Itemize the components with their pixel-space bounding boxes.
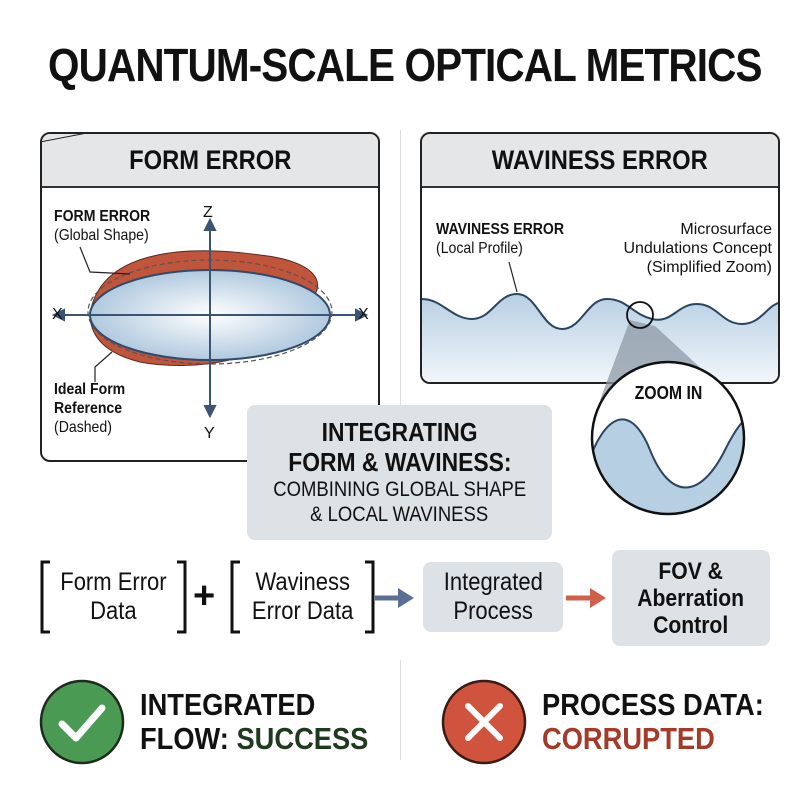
axis-z-label: Z [203,204,213,221]
integrating-sub-2: & LOCAL WAVINESS [310,503,489,526]
bottom-divider [400,660,401,760]
form-error-label: FORM ERROR(Global Shape) [54,208,151,244]
integrating-box: INTEGRATING FORM & WAVINESS: COMBINING G… [247,405,552,540]
top-divider [400,130,401,460]
success-status: INTEGRATED FLOW: SUCCESS [140,687,369,756]
waviness-error-header: WAVINESS ERROR [422,134,778,188]
integrating-title-2: FORM & WAVINESS: [287,447,512,477]
plus-sign: + [193,575,216,617]
bracket-right-2 [365,560,375,634]
arrow-blue [398,588,414,608]
waviness-error-panel: WAVINESS ERROR [420,132,780,384]
waviness-error-label: WAVINESS ERROR(Local Profile) [436,221,565,257]
failure-status: PROCESS DATA: CORRUPTED [542,687,764,756]
axis-x-right-label: X [358,306,369,323]
integrating-sub-1: COMBINING GLOBAL SHAPE [273,478,526,501]
bracket-right-1 [177,560,187,634]
bracket-left-1 [40,560,50,634]
success-check-icon [39,679,125,765]
axis-y-label: Y [204,425,215,442]
axis-x-left-label: X [52,306,63,323]
page-title: QUANTUM-SCALE OPTICAL METRICS [48,39,762,91]
zoom-callout [590,301,746,516]
arrow-red [590,588,606,608]
zoom-in-label: ZOOM IN [634,383,702,403]
flow-graphics [40,560,606,634]
form-error-diagram [40,132,369,419]
integrating-title-1: INTEGRATING [321,417,478,447]
failure-x-icon [441,679,527,765]
form-error-header: FORM ERROR [42,134,378,188]
bracket-left-2 [230,560,240,634]
